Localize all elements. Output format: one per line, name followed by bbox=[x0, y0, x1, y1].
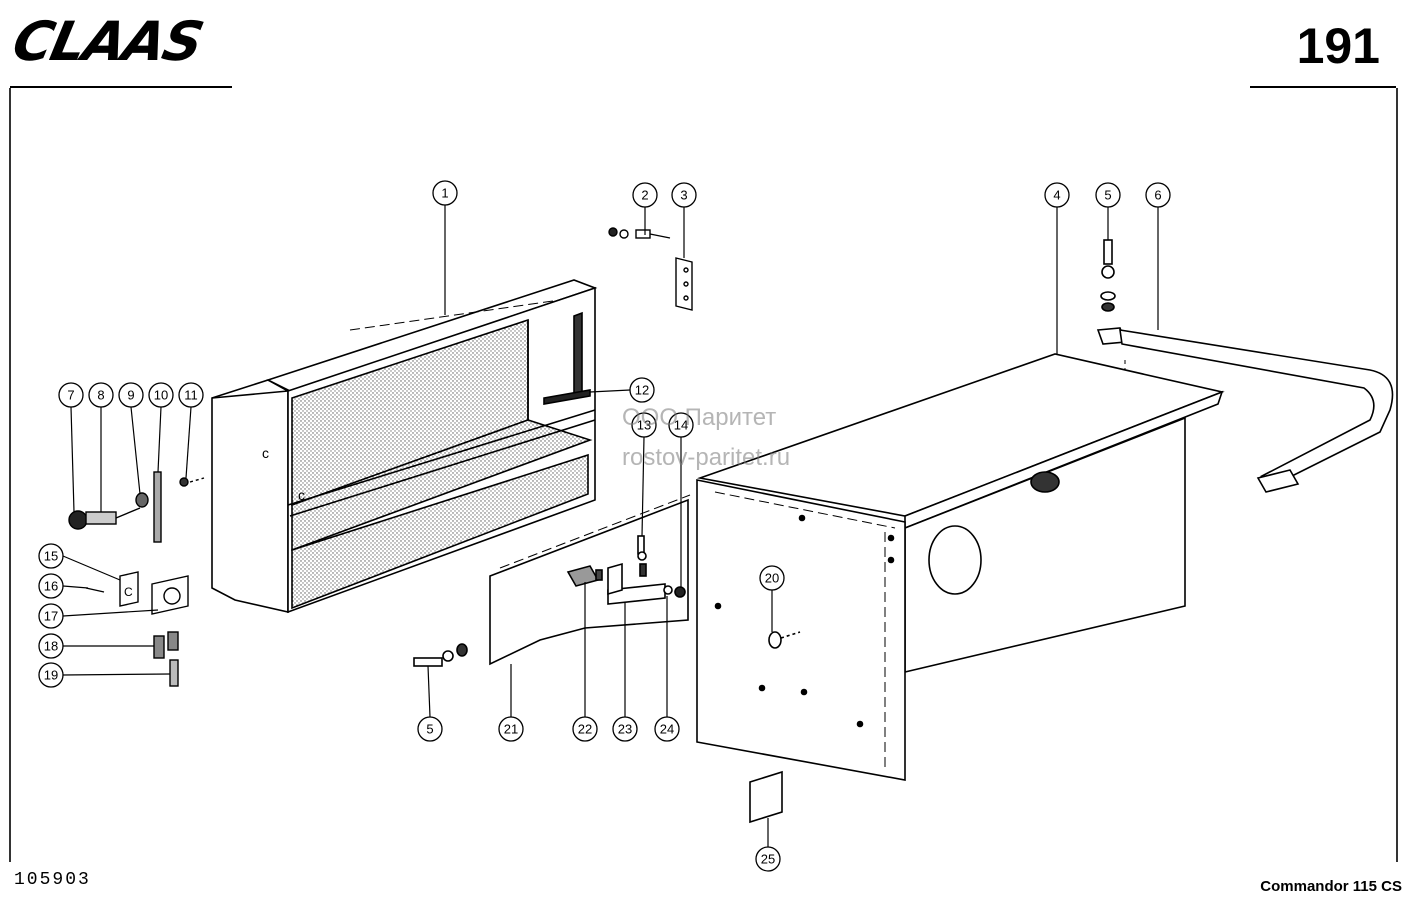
callout-label: 4 bbox=[1053, 188, 1060, 203]
callout-5-top: 5 bbox=[1095, 182, 1121, 208]
callout-label: 11 bbox=[184, 388, 198, 403]
header-rule-right bbox=[1250, 86, 1396, 88]
callout-label: 5 bbox=[1104, 188, 1111, 203]
leader-lines bbox=[62, 205, 1159, 847]
callout-22: 22 bbox=[572, 716, 598, 742]
callout-label: 5 bbox=[426, 722, 433, 737]
callout-16: 16 bbox=[38, 573, 64, 599]
callout-4: 4 bbox=[1044, 182, 1070, 208]
callout-label: 15 bbox=[44, 549, 58, 564]
callout-label: 20 bbox=[765, 571, 779, 586]
callout-8: 8 bbox=[88, 382, 114, 408]
callout-9: 9 bbox=[118, 382, 144, 408]
callout-label: 21 bbox=[504, 722, 518, 737]
callout-15: 15 bbox=[38, 543, 64, 569]
housing-cabinet: c c bbox=[211, 279, 598, 614]
header-rule-left bbox=[10, 86, 232, 88]
model-name: Commandor 115 CS bbox=[1260, 878, 1402, 895]
hinge-bracket bbox=[608, 227, 693, 311]
lock-assembly-upper bbox=[68, 471, 205, 543]
callout-label: 23 bbox=[618, 722, 632, 737]
callout-1: 1 bbox=[432, 180, 458, 206]
callout-14: 14 bbox=[668, 412, 694, 438]
callout-24: 24 bbox=[654, 716, 680, 742]
callout-label: 24 bbox=[660, 722, 674, 737]
callout-5-bottom: 5 bbox=[417, 716, 443, 742]
callout-markers: 1 2 3 4 5 6 7 bbox=[38, 180, 1171, 872]
callout-11: 11 bbox=[178, 382, 204, 408]
callout-6: 6 bbox=[1145, 182, 1171, 208]
callout-10: 10 bbox=[148, 382, 174, 408]
callout-20: 20 bbox=[759, 565, 785, 591]
callout-12: 12 bbox=[629, 377, 655, 403]
callout-3: 3 bbox=[671, 182, 697, 208]
svg-text:c: c bbox=[298, 487, 305, 503]
callout-label: 2 bbox=[641, 188, 648, 203]
callout-label: 12 bbox=[635, 383, 649, 398]
callout-label: 13 bbox=[637, 418, 651, 433]
drawing-number: 105903 bbox=[14, 870, 91, 890]
frame-border bbox=[9, 88, 1398, 862]
callout-label: 1 bbox=[441, 186, 448, 201]
callout-label: 19 bbox=[44, 668, 58, 683]
storage-box bbox=[696, 353, 1225, 781]
callout-label: 22 bbox=[578, 722, 592, 737]
callout-label: 9 bbox=[127, 388, 134, 403]
callout-label: 3 bbox=[680, 188, 687, 203]
callout-23: 23 bbox=[612, 716, 638, 742]
callout-25: 25 bbox=[755, 846, 781, 872]
callout-19: 19 bbox=[38, 662, 64, 688]
callout-7: 7 bbox=[58, 382, 84, 408]
callout-label: 16 bbox=[44, 579, 58, 594]
svg-text:c: c bbox=[262, 445, 269, 461]
cover-plate bbox=[749, 770, 783, 824]
callout-2: 2 bbox=[632, 182, 658, 208]
callout-17: 17 bbox=[38, 603, 64, 629]
callout-18: 18 bbox=[38, 633, 64, 659]
callout-label: 25 bbox=[761, 852, 775, 867]
callout-13: 13 bbox=[631, 412, 657, 438]
page-number: 191 bbox=[1296, 18, 1380, 74]
svg-text:C: C bbox=[124, 585, 133, 599]
callout-label: 8 bbox=[97, 388, 104, 403]
callout-label: 10 bbox=[154, 388, 168, 403]
callout-label: 6 bbox=[1154, 188, 1161, 203]
callout-label: 17 bbox=[44, 609, 58, 624]
callout-label: 18 bbox=[44, 639, 58, 654]
support-arm bbox=[1096, 239, 1394, 493]
callout-label: 7 bbox=[67, 388, 74, 403]
lock-assembly-lower: C bbox=[85, 571, 189, 687]
callout-21: 21 bbox=[498, 716, 524, 742]
callout-label: 14 bbox=[674, 418, 688, 433]
